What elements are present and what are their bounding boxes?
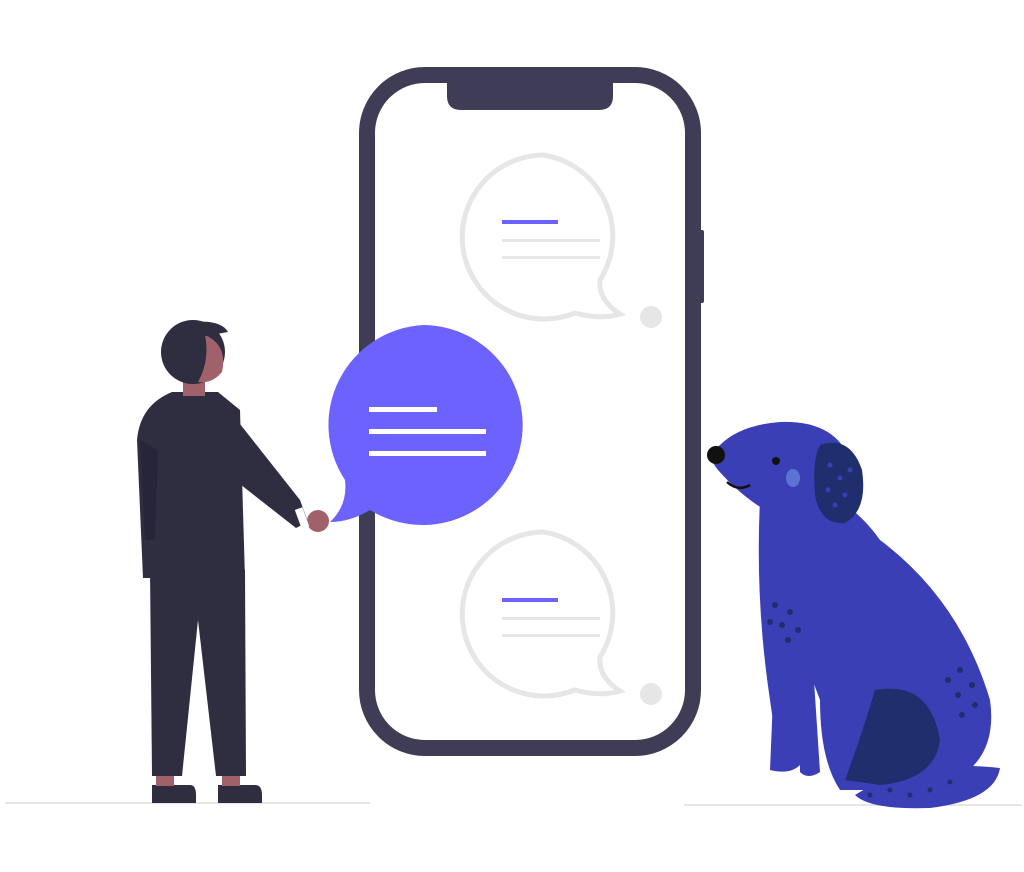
chat-bubble-top-icon (459, 152, 662, 328)
chat-bubble-bottom-icon (459, 529, 662, 705)
chat-bubble-active-icon (328, 325, 525, 525)
dog-icon (707, 421, 1000, 809)
person-icon (137, 320, 329, 803)
